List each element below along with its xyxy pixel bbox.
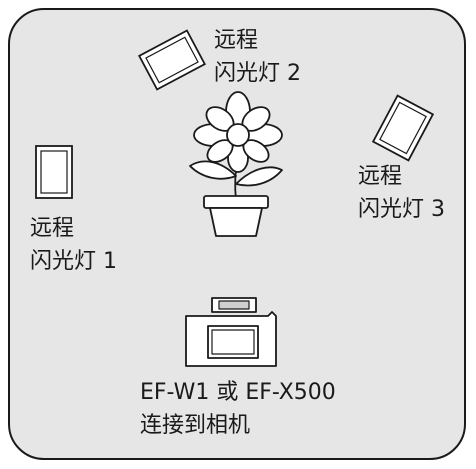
camera-commander-icon <box>185 297 277 367</box>
remote-flash-1-line2: 闪光灯 1 <box>30 249 117 274</box>
remote-flash-2-line2: 闪光灯 2 <box>214 61 301 86</box>
commander-line1: EF-W1 或 EF-X500 <box>140 380 336 405</box>
commander-line2: 连接到相机 <box>140 413 251 438</box>
remote-flash-3-line1: 远程 <box>358 164 403 189</box>
remote-flash-2-label: 远程 闪光灯 2 <box>214 24 301 90</box>
remote-flash-2-line1: 远程 <box>214 28 259 53</box>
remote-flash-1-icon <box>35 145 73 199</box>
commander-label: EF-W1 或 EF-X500 连接到相机 <box>140 376 336 442</box>
plant-subject-icon <box>189 91 283 237</box>
remote-flash-3-icon <box>371 94 435 162</box>
remote-flash-1-line1: 远程 <box>30 216 75 241</box>
remote-flash-3-label: 远程 闪光灯 3 <box>358 160 445 226</box>
remote-flash-2-icon <box>138 29 206 91</box>
remote-flash-1-label: 远程 闪光灯 1 <box>30 212 117 278</box>
remote-flash-3-line2: 闪光灯 3 <box>358 197 445 222</box>
